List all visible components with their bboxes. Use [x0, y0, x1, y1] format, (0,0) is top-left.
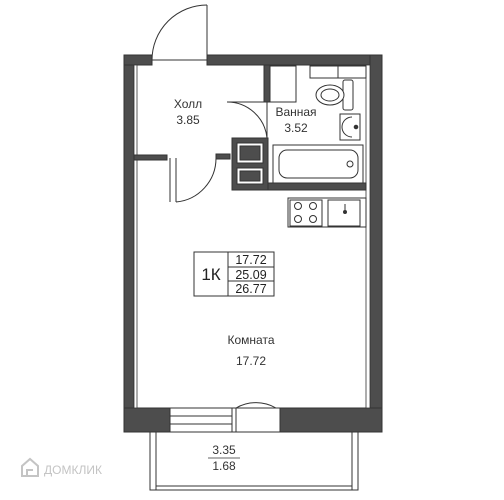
shower-pipe-icon [309, 65, 367, 79]
stove-icon [289, 199, 323, 227]
total-area-value: 25.09 [235, 268, 266, 282]
bathroom-label: Ванная [275, 105, 316, 119]
balcony-reduced-area: 1.68 [212, 459, 236, 473]
balcony-door [231, 402, 281, 433]
hall-label: Холл [174, 97, 202, 111]
kitchen-counter [287, 197, 367, 228]
living-area-value: 17.72 [235, 253, 266, 267]
bathroom-door [226, 101, 268, 139]
living-room-label: Комната [228, 333, 275, 347]
watermark-text: ДОМКЛИК [44, 463, 102, 477]
kitchen-sink-icon [327, 199, 361, 227]
apartment-type: 1К [201, 265, 220, 284]
balcony [149, 431, 359, 491]
bathtub-icon [272, 144, 364, 184]
balcony-area: 3.35 [212, 443, 236, 457]
ventilation-shaft [231, 137, 269, 191]
living-room-area: 17.72 [236, 354, 266, 368]
house-logo-icon [21, 457, 39, 477]
exterior-walls [123, 54, 383, 433]
hall-area: 3.85 [176, 113, 200, 127]
wall-insulation [133, 64, 371, 409]
entrance-door [151, 4, 208, 61]
room-window-left [169, 407, 233, 433]
wash-machine-icon [269, 65, 297, 103]
hall-door [169, 157, 217, 203]
area-summary-table [193, 251, 275, 297]
total-with-balcony-value: 26.77 [235, 282, 266, 296]
sink-icon [339, 113, 361, 141]
toilet-icon [315, 79, 354, 111]
bathroom-area: 3.52 [284, 121, 308, 135]
